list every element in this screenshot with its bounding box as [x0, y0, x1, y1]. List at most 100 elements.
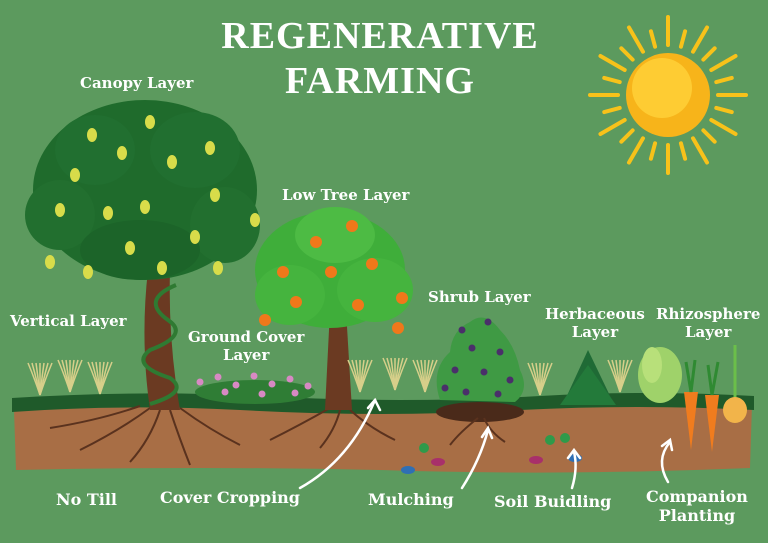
- no-till-label: No Till: [56, 490, 118, 509]
- shrub-roots: [449, 417, 506, 446]
- sun-ray: [701, 128, 717, 144]
- grass-blade: [39, 362, 53, 396]
- sun-ray: [709, 118, 738, 136]
- herbaceous-label-line-1: Herbaceous: [545, 305, 645, 323]
- vertical-layer-label: Vertical Layer: [10, 312, 127, 330]
- onion-icon: [723, 345, 747, 423]
- canopy-fruit-group: [45, 115, 260, 279]
- sun-ray: [598, 54, 627, 72]
- flower-icon: [196, 372, 312, 398]
- grass-blade: [69, 359, 83, 393]
- canopy-tree-roots: [49, 405, 241, 466]
- low-tree-fruit: [396, 292, 408, 304]
- soil-building-label: Soil Buidling: [494, 492, 612, 511]
- canopy-fruit: [140, 200, 150, 214]
- microbe-magenta: [529, 456, 543, 464]
- low-tree-fruit: [290, 296, 302, 308]
- flower: [250, 372, 258, 380]
- shrub-icon: [436, 317, 524, 402]
- sun-ray: [598, 118, 627, 136]
- canopy-fruit: [45, 255, 55, 269]
- title-line-1: REGENERATIVE: [221, 15, 539, 57]
- berry: [458, 326, 466, 334]
- flower: [286, 375, 294, 383]
- canopy-fruit: [210, 188, 220, 202]
- canopy-fruit: [83, 265, 93, 279]
- microbe-icon: [401, 433, 582, 474]
- canopy-fruit: [205, 141, 215, 155]
- canopy-fruit: [117, 146, 127, 160]
- grass-blade: [539, 362, 553, 396]
- soil: [14, 399, 752, 473]
- microbe-magenta: [431, 458, 445, 466]
- sun-ray: [602, 75, 622, 85]
- low-tree-fruit: [346, 220, 358, 232]
- berry: [494, 390, 502, 398]
- microbe-green: [560, 433, 570, 443]
- canopy-fruit: [145, 115, 155, 129]
- sun-ray: [701, 46, 717, 62]
- title-line-2: FARMING: [285, 59, 475, 102]
- rhizosphere-layer-label: Rhizosphere Layer: [656, 305, 760, 341]
- low-tree-fruit: [392, 322, 404, 334]
- flower: [214, 373, 222, 381]
- arrow-group: [298, 397, 674, 490]
- berry: [441, 384, 449, 392]
- berry: [506, 376, 514, 384]
- low-tree-roots: [269, 407, 396, 449]
- canopy-fruit: [55, 203, 65, 217]
- microbe-green: [545, 435, 555, 445]
- sun-ray: [619, 128, 635, 144]
- sun-ray: [619, 46, 635, 62]
- canopy-fruit: [157, 261, 167, 275]
- low-tree-trunk: [325, 310, 352, 410]
- ground-cover-group: [195, 372, 315, 404]
- mulch-icon: [436, 402, 524, 422]
- canopy-fruit: [190, 230, 200, 244]
- lettuce-icon: [638, 347, 682, 403]
- sun-ray: [678, 141, 688, 161]
- berry: [480, 368, 488, 376]
- ground-cover-label-line-1: Ground Cover: [188, 328, 305, 346]
- flower: [291, 389, 299, 397]
- canopy-fruit: [167, 155, 177, 169]
- companion-planting-label: Companion Planting: [646, 487, 748, 525]
- sun-ray: [627, 25, 645, 54]
- flower: [232, 381, 240, 389]
- cover-crop-grass-group: [27, 357, 633, 396]
- sun-ray: [602, 105, 622, 115]
- canopy-fruit: [125, 241, 135, 255]
- page-title: REGENERATIVE FARMING: [170, 14, 590, 104]
- canopy-tree-icon: [25, 100, 260, 280]
- herbaceous-layer-label: Herbaceous Layer: [545, 305, 645, 341]
- shrub-berry-group: [441, 318, 514, 398]
- low-tree-fruit-group: [259, 220, 408, 334]
- canopy-fruit: [103, 206, 113, 220]
- herbaceous-plant-icon: [560, 350, 616, 405]
- cover-cropping-label: Cover Cropping: [160, 488, 300, 507]
- low-tree-fruit: [366, 258, 378, 270]
- berry: [496, 348, 504, 356]
- flower: [258, 390, 266, 398]
- berry: [484, 318, 492, 326]
- ground-cover-label-line-2: Layer: [222, 346, 270, 364]
- berry: [468, 344, 476, 352]
- flower: [304, 382, 312, 390]
- canopy-fruit: [213, 261, 223, 275]
- low-tree-layer-label: Low Tree Layer: [282, 186, 410, 204]
- grass-blade: [394, 357, 408, 391]
- ground-cover-layer-label: Ground Cover Layer: [188, 328, 304, 364]
- microbe-green: [419, 443, 429, 453]
- berry: [462, 388, 470, 396]
- sun-ray: [648, 141, 658, 161]
- flower: [221, 388, 229, 396]
- canopy-fruit: [87, 128, 97, 142]
- microbe-blue: [401, 466, 415, 474]
- flower: [268, 380, 276, 388]
- shrub-layer-label: Shrub Layer: [428, 288, 531, 306]
- canopy-layer-label: Canopy Layer: [80, 74, 194, 92]
- sun-ray: [678, 29, 688, 49]
- low-tree-fruit: [277, 266, 289, 278]
- companion-label-line-2: Planting: [658, 506, 736, 526]
